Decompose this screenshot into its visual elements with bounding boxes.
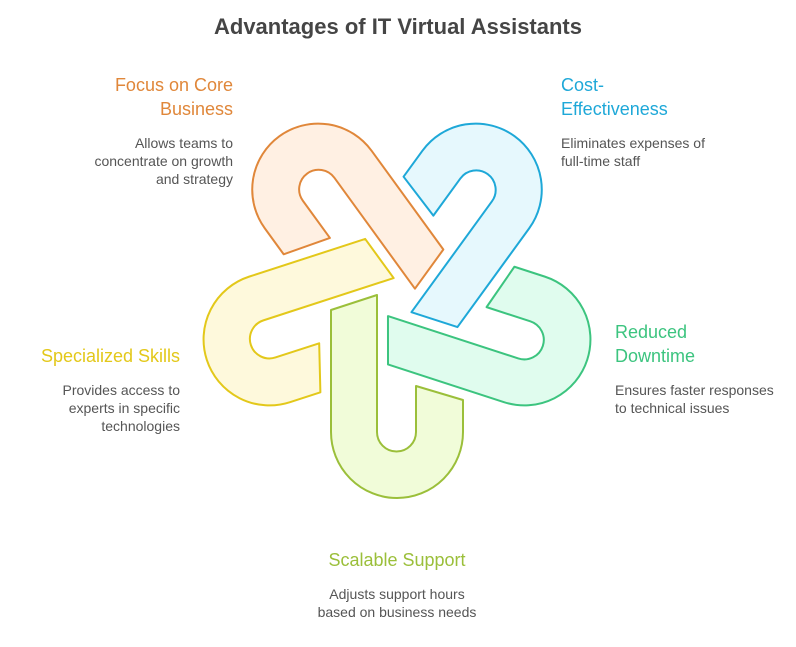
link-blue bbox=[402, 122, 543, 329]
item-description: Allows teams to concentrate on growth an… bbox=[94, 135, 233, 187]
item-scalable-support: Scalable Support Adjusts support hours b… bbox=[297, 548, 497, 621]
item-description: Eliminates expenses of full-time staff bbox=[561, 135, 705, 169]
item-heading: Reduced Downtime bbox=[615, 322, 696, 366]
link-orange bbox=[251, 122, 445, 290]
item-specialized-skills: Specialized Skills Provides access to ex… bbox=[0, 344, 180, 435]
item-focus-core-business: Focus on Core Business Allows teams to c… bbox=[33, 73, 233, 188]
item-description: Provides access to experts in specific t… bbox=[62, 382, 181, 434]
item-description: Adjusts support hours based on business … bbox=[317, 586, 477, 620]
item-heading: Specialized Skills bbox=[40, 346, 180, 366]
link-teal bbox=[386, 265, 592, 407]
link-yellow bbox=[202, 237, 395, 407]
item-heading: Scalable Support bbox=[328, 550, 466, 570]
item-heading: Focus on Core Business bbox=[114, 75, 233, 119]
item-cost-effectiveness: Cost-Effectiveness Eliminates expenses o… bbox=[561, 73, 761, 170]
item-description: Ensures faster responses to technical is… bbox=[615, 382, 774, 416]
diagram-title: Advantages of IT Virtual Assistants bbox=[214, 14, 582, 39]
item-heading: Cost-Effectiveness bbox=[561, 75, 668, 119]
item-reduced-downtime: Reduced Downtime Ensures faster response… bbox=[615, 320, 796, 417]
link-green bbox=[330, 294, 464, 499]
